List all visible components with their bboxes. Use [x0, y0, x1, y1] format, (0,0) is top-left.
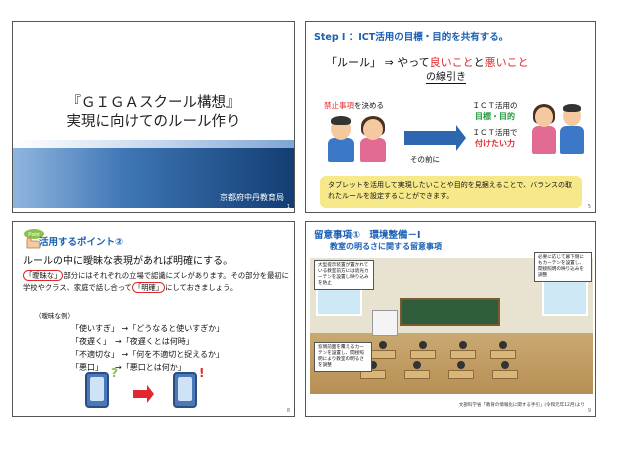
student — [419, 341, 427, 349]
title-line-2: 実現に向けてのルール作り — [66, 114, 241, 130]
note-box: タブレットを活用して実現したいことや目的を見据えることで、バランスの取れたルール… — [320, 176, 582, 208]
example-list: 「使いすぎ」 →「どうなると使いすぎか」 「夜遅く」 →「夜遅くとは何時」 「不… — [71, 322, 224, 374]
page-number: 8 — [286, 408, 290, 414]
slide-title-text: 『ＧＩＧＡスクール構想』 実現に向けてのルール作り — [13, 94, 294, 132]
slide-title: 『ＧＩＧＡスクール構想』 実現に向けてのルール作り 京都府中丹教育局 1 — [12, 21, 295, 213]
rule-and: と — [473, 56, 485, 69]
slide-point2: Point 活用するポイント② ルールの中に曖昧な表現があれば明確にする。 「曖… — [12, 221, 295, 417]
organization-name: 京都府中丹教育局 — [220, 193, 284, 202]
callout-window-curtain: 窓側前面を覆えるカーテンを設置し、間接照明により教室の明るさを調整 — [314, 342, 372, 372]
student — [413, 361, 421, 369]
slide-heading: 活用するポイント② — [39, 237, 124, 248]
slide-heading: Step Ⅰ ：ICT活用の目標・目的を共有する。 — [314, 32, 509, 43]
desk — [370, 350, 396, 359]
slide-heading: 留意事項① 環境整備－Ⅰ — [314, 230, 421, 241]
exclamation-mark: ! — [199, 366, 205, 380]
description: 「曖昧な」部分にはそれぞれの立場で認識にズレがあります。その部分を最初に学校やク… — [23, 270, 289, 294]
before-label: その前に — [410, 155, 440, 164]
example-item: 「使いすぎ」 →「どうなると使いすぎか」 — [71, 324, 225, 333]
student — [501, 361, 509, 369]
blackboard — [400, 298, 500, 326]
ict-goals: ＩＣＴ活用の 目標・目的 ＩＣＴ活用で 付けたい力 — [466, 100, 524, 149]
desk — [360, 370, 386, 379]
desk — [448, 370, 474, 379]
rule-bad: 悪いこと — [484, 56, 529, 69]
display-screen — [372, 310, 398, 336]
rule-definition: 「ルール」 ⇒ やって良いことと悪いこと — [326, 54, 529, 70]
student — [459, 341, 467, 349]
confused-tablet-icon — [85, 372, 109, 408]
point-badge-text: Point — [28, 232, 40, 238]
rule-good: 良いこと — [429, 56, 474, 69]
callout-front-curtain: 大型提示装置が置かれている教室前方には遮光カーテンを設置し映り込みを防止 — [314, 260, 374, 290]
student — [369, 361, 377, 369]
student — [499, 341, 507, 349]
arrow-symbol: ⇒ — [384, 56, 394, 69]
rule-text-pre: やって — [397, 56, 430, 69]
desk — [410, 350, 436, 359]
title-band-highlight — [13, 140, 294, 148]
example-label: （曖昧な例） — [35, 312, 74, 320]
callout-corridor-curtain: 必要に応じて廊下側にもカーテンを設置し、間接照明の映り込みを調整 — [534, 252, 592, 282]
rule-line2: の線引き — [426, 68, 466, 84]
example-item: 「悪口」 →「悪口とは何か」 — [71, 363, 186, 372]
example-item: 「不適切な」 →「何を不適切と捉えるか」 — [71, 350, 225, 359]
ict-line1: ＩＣＴ活用の — [472, 101, 518, 110]
prohibit-red: 禁止事項 — [324, 101, 354, 110]
question-mark: ? — [111, 366, 118, 380]
student — [457, 361, 465, 369]
prohibit-rest: を決める — [354, 101, 384, 110]
page-number: 9 — [587, 408, 591, 414]
rule-line2-text: の線引き — [426, 72, 466, 84]
main-statement: ルールの中に曖昧な表現があれば明確にする。 — [23, 256, 234, 267]
desc-part2: にしておきましょう。 — [165, 283, 238, 292]
desk — [450, 350, 476, 359]
rule-label: 「ルール」 — [326, 56, 381, 69]
arrow-icon — [404, 125, 466, 151]
title-line-1: 『ＧＩＧＡスクール構想』 — [66, 95, 241, 111]
ict-goal: 目標・目的 — [475, 112, 515, 121]
hand-pointer-icon: Point — [24, 229, 44, 249]
desk — [492, 370, 518, 379]
student — [379, 341, 387, 349]
prohibit-label: 禁止事項を決める — [324, 100, 384, 111]
page-number: 1 — [286, 204, 290, 210]
clear-tablet-icon — [173, 372, 197, 408]
desk — [404, 370, 430, 379]
slide-subheading: 教室の明るさに関する留意事項 — [330, 242, 442, 251]
arrow-icon — [133, 385, 154, 403]
page-number: 5 — [587, 204, 591, 210]
slide-environment: 留意事項① 環境整備－Ⅰ 教室の明るさに関する留意事項 大型提示装置が置かれてい… — [305, 221, 596, 417]
clear-word: 「明確」 — [131, 282, 166, 293]
ambiguous-word: 「曖昧な」 — [23, 270, 64, 281]
source-citation: 文部科学省「教育の情報化に関する手引」(令和元年12月)より — [458, 403, 585, 408]
desc-part1: 部分にはそれぞれの立場で認識にズレがあります。その部分を最初に学校やクラス、家庭… — [23, 271, 289, 292]
ict-line3: ＩＣＴ活用で — [472, 128, 518, 137]
desk — [490, 350, 516, 359]
example-item: 「夜遅く」 →「夜遅くとは何時」 — [71, 337, 194, 346]
slide-step1: Step Ⅰ ：ICT活用の目標・目的を共有する。 「ルール」 ⇒ やって良いこ… — [305, 21, 596, 213]
title-band — [13, 148, 294, 208]
ict-power: 付けたい力 — [475, 139, 515, 148]
